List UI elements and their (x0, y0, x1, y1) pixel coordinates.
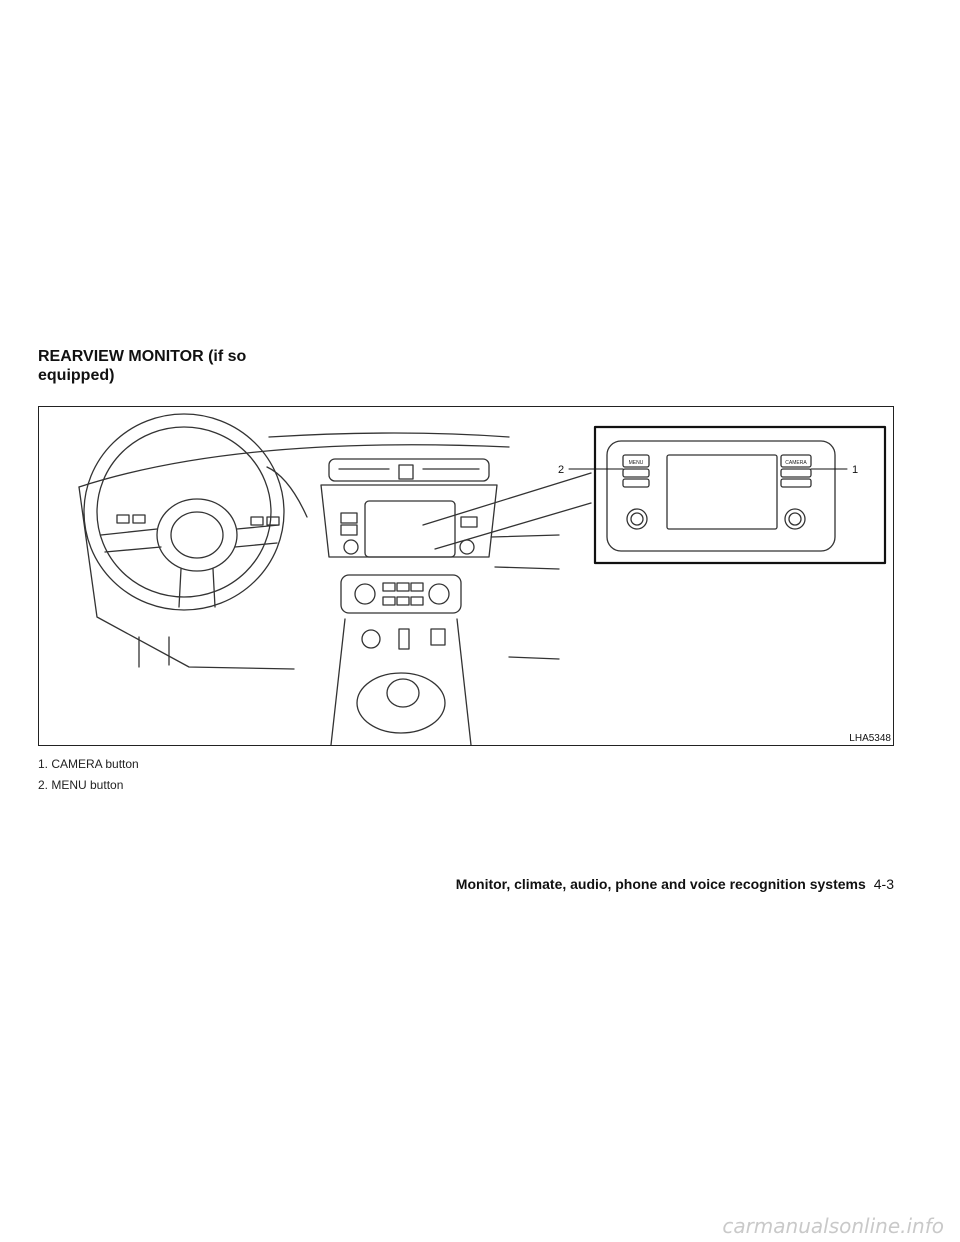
climate-panel (340, 574, 462, 614)
page-number: 4-3 (873, 876, 894, 892)
wheel-switch-left (116, 514, 130, 524)
camera-button-bottom (780, 478, 812, 488)
leader-line-lower (434, 502, 592, 550)
climate-button-2 (396, 582, 410, 592)
audio-unit (606, 440, 836, 552)
dash-left-edge (78, 486, 295, 670)
center-right-knob (459, 539, 475, 555)
caption-item: 2. MENU button (38, 778, 124, 792)
climate-knob-left (354, 583, 376, 605)
center-left-button (340, 512, 358, 524)
menu-button-lower (622, 468, 650, 478)
wheel-switch-left-2 (132, 514, 146, 524)
climate-button-6 (410, 596, 424, 606)
hazard-button (398, 464, 414, 480)
zoom-right-knob-inner (788, 512, 802, 526)
zoom-box (593, 425, 887, 565)
steering-hub (156, 498, 238, 572)
center-right-button (460, 516, 478, 528)
climate-knob-right (428, 583, 450, 605)
lower-console (330, 618, 472, 745)
wheel-switch-right (250, 516, 264, 526)
center-vent (328, 458, 490, 482)
steering-spoke-bottom (178, 568, 216, 608)
dashboard-illustration: MENU CAMERA 2 1 LHA5348 (38, 406, 894, 746)
callout-number-1: 1 (852, 464, 858, 476)
menu-button-frame (622, 454, 650, 468)
climate-button-3 (410, 582, 424, 592)
caption-list: 1. CAMERA button 2. MENU button (38, 754, 139, 796)
shifter-base (356, 672, 446, 734)
right-dash-line (490, 534, 560, 660)
console-surround (320, 484, 498, 558)
camera-button-lower (780, 468, 812, 478)
figure-code: LHA5348 (848, 733, 892, 744)
center-screen (364, 500, 456, 558)
dash-contour (78, 444, 510, 488)
steering-hub-center (170, 511, 224, 559)
camera-button-text: CAMERA (785, 460, 807, 466)
page-footer: Monitor, climate, audio, phone and voice… (456, 876, 894, 892)
dash-contour-2 (268, 432, 510, 438)
camera-button-frame (780, 454, 812, 468)
wheel-switch-right-2 (266, 516, 280, 526)
center-left-button-2 (340, 524, 358, 536)
callout-number-2: 2 (558, 464, 564, 476)
watermark-text: carmanualsonline.info (722, 1214, 944, 1238)
climate-button-1 (382, 582, 396, 592)
section-heading: REARVIEW MONITOR (if so equipped) (38, 348, 247, 384)
caption-item: 1. CAMERA button (38, 757, 139, 771)
footer-chapter-title: Monitor, climate, audio, phone and voice… (455, 876, 866, 892)
menu-button-bottom (622, 478, 650, 488)
zoom-left-knob-inner (630, 512, 644, 526)
power-outlet (430, 628, 446, 646)
zoom-screen (666, 454, 778, 530)
steering-spoke-right (234, 524, 280, 548)
cluster-hood (266, 466, 308, 518)
leader-line-upper (422, 472, 592, 526)
zoom-right-knob (784, 508, 806, 530)
menu-button-text: MENU (629, 460, 644, 466)
climate-button-5 (396, 596, 410, 606)
floor-line (138, 636, 170, 668)
steering-wheel-outer (83, 413, 285, 611)
shifter-knob (386, 678, 420, 708)
usb-port (398, 628, 410, 650)
steering-wheel-inner (96, 426, 272, 598)
zoom-left-knob (626, 508, 648, 530)
climate-button-4 (382, 596, 396, 606)
steering-spoke-left (100, 528, 162, 553)
start-button (361, 629, 381, 649)
dashboard-line-drawing: MENU CAMERA 2 1 (78, 413, 887, 745)
center-left-knob (343, 539, 359, 555)
